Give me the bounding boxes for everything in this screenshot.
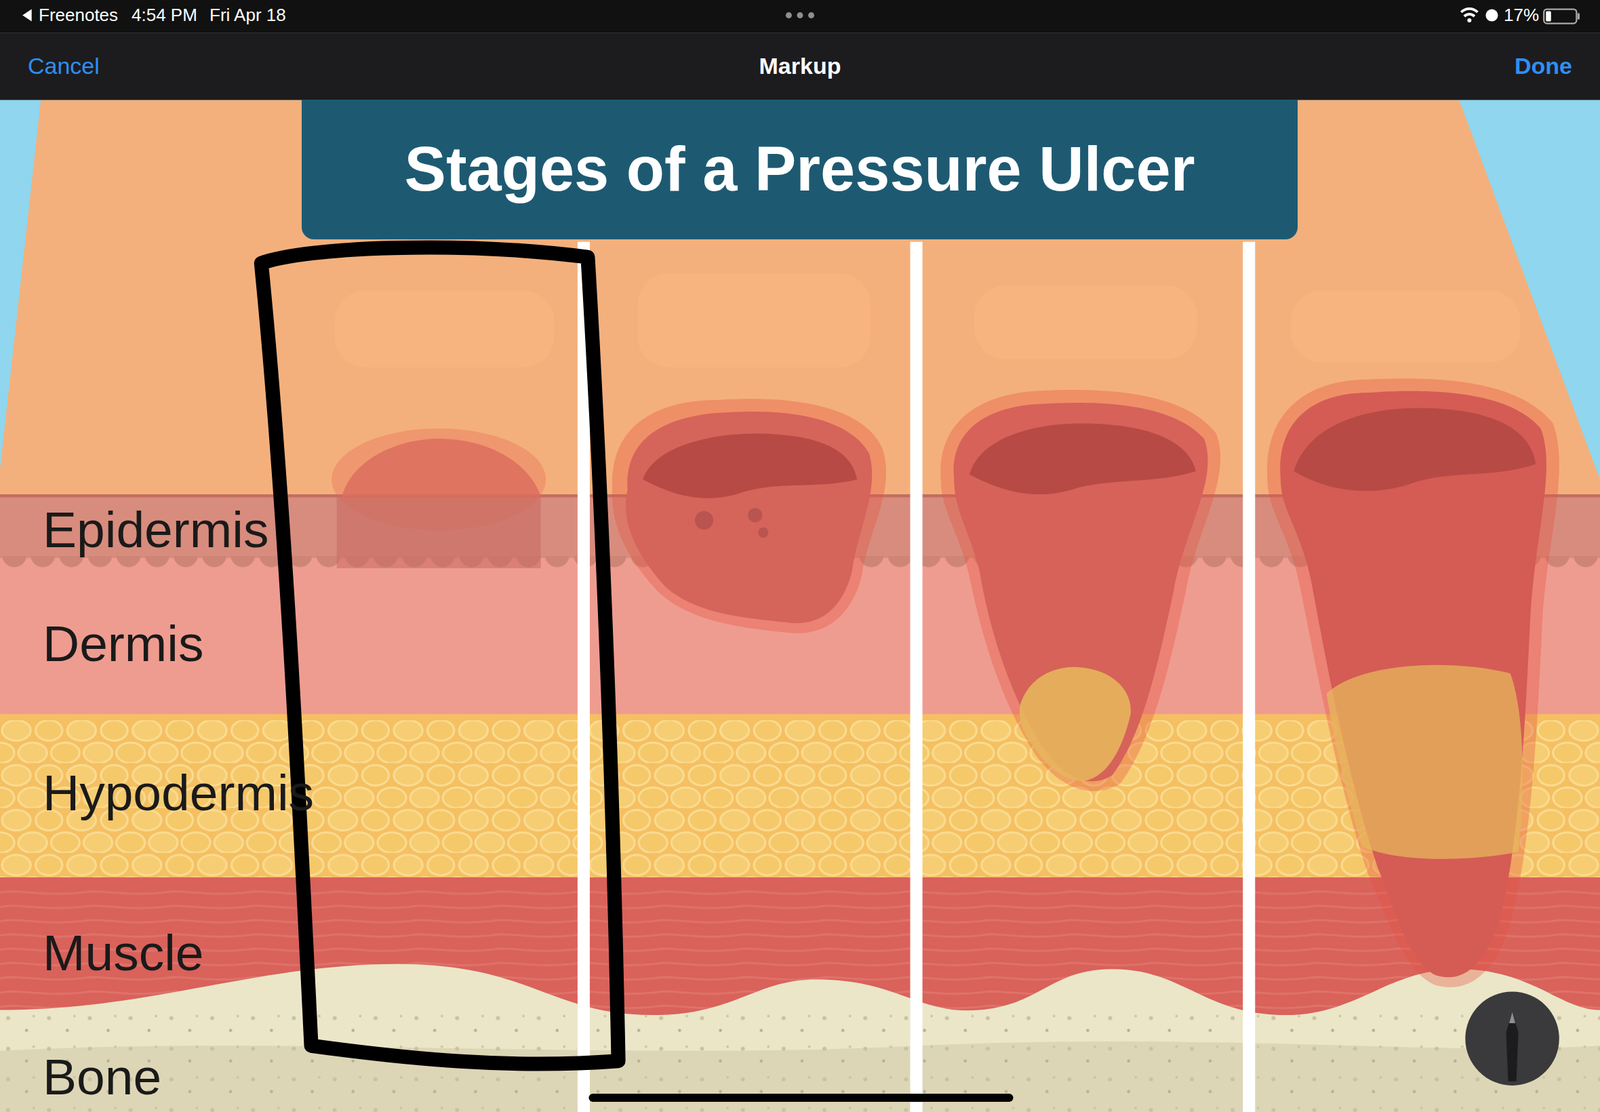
layer-label: Muscle: [42, 923, 205, 982]
cancel-button: Cancel: [27, 52, 100, 80]
status-date: Fri Apr 18: [209, 5, 287, 26]
done-button: Done: [1514, 52, 1573, 80]
layer-label: Hypodermis: [42, 763, 314, 822]
layer-label: Bone: [42, 1047, 162, 1106]
app-back-link: Freenotes: [38, 5, 118, 26]
layer-label: Dermis: [42, 614, 205, 673]
battery-level: 17%: [1503, 5, 1539, 26]
title-banner: Stages of a Pressure Ulcer: [301, 99, 1298, 240]
toolbar-title: Markup: [759, 52, 842, 80]
layer-label: Epidermis: [42, 500, 269, 559]
status-time: 4:54 PM: [131, 5, 198, 26]
title-text: Stages of a Pressure Ulcer: [404, 134, 1196, 204]
